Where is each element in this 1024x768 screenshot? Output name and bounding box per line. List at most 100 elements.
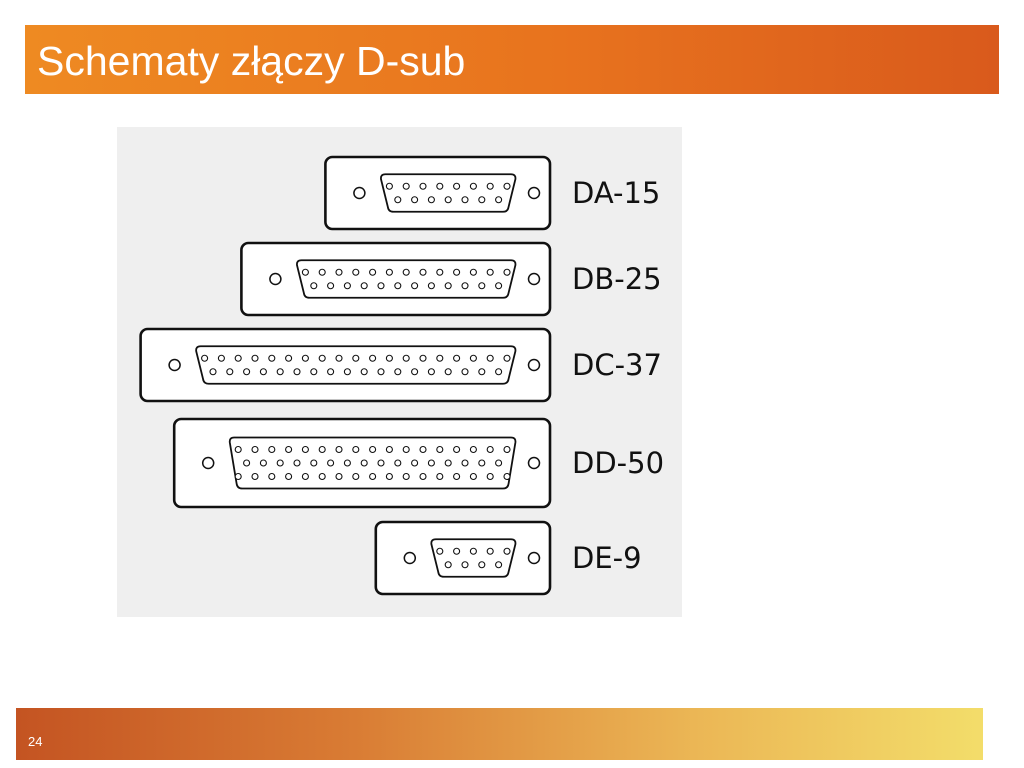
connector-pin: [453, 445, 461, 454]
connector-pin: [469, 445, 477, 454]
connector-pin: [394, 368, 402, 376]
connector-pin: [301, 472, 309, 481]
connector-pin: [385, 354, 393, 362]
connector-pin: [335, 268, 343, 276]
connector-pin: [444, 368, 452, 376]
connector-pin: [503, 268, 511, 276]
connector-pin: [402, 445, 410, 454]
connector-label-dd-50: DD-50: [572, 446, 664, 480]
connector-pin: [419, 268, 427, 276]
connector-pin: [335, 354, 343, 362]
connector-pin: [495, 196, 503, 204]
connector-pin: [461, 368, 469, 376]
connector-pin: [343, 282, 351, 290]
connector-pin: [234, 445, 242, 454]
connector-pin: [453, 472, 461, 481]
connector-pin: [318, 472, 326, 481]
connector-pin: [369, 445, 377, 454]
connector-pin: [301, 445, 309, 454]
connector-pin: [478, 196, 486, 204]
connector-pin: [385, 472, 393, 481]
connector-pin: [385, 268, 393, 276]
connector-pin: [411, 368, 419, 376]
connector-db-25: DB-25: [240, 241, 662, 317]
connector-pin: [301, 268, 309, 276]
connector-dc-37: DC-37: [139, 327, 662, 403]
connector-pin: [436, 547, 444, 555]
connector-pin: [285, 354, 293, 362]
connector-pin: [394, 282, 402, 290]
connector-pin: [427, 282, 435, 290]
connector-pin: [453, 547, 461, 555]
connector-pin: [427, 368, 435, 376]
connector-body: [296, 259, 517, 299]
connector-label-db-25: DB-25: [572, 262, 662, 296]
connector-pin: [402, 268, 410, 276]
connector-dd-50: DD-50: [172, 417, 664, 509]
connector-pin: [486, 472, 494, 481]
connector-pin: [503, 445, 511, 454]
connector-pin: [469, 547, 477, 555]
connector-pin: [461, 196, 469, 204]
connector-pin: [327, 368, 335, 376]
connector-pin: [469, 472, 477, 481]
connector-pin: [478, 368, 486, 376]
connector-pin: [352, 354, 360, 362]
connector-pin: [276, 368, 284, 376]
connector-pin: [335, 445, 343, 454]
connector-pin: [436, 182, 444, 190]
connector-pin: [335, 472, 343, 481]
footer-bar: 24: [16, 708, 983, 760]
connector-pin: [310, 282, 318, 290]
connector-pin: [201, 354, 209, 362]
connector-pin: [352, 472, 360, 481]
connector-pin: [293, 459, 301, 467]
connector-pin: [419, 182, 427, 190]
mounting-hole-right: [527, 551, 541, 565]
connector-pin: [402, 182, 410, 190]
connector-pin: [352, 268, 360, 276]
connector-pin: [495, 368, 503, 376]
connector-pin: [453, 182, 461, 190]
connector-pin: [411, 459, 419, 467]
connector-label-da-15: DA-15: [572, 176, 660, 210]
connector-body: [228, 436, 517, 490]
connector-pin: [251, 445, 259, 454]
connector-pin: [495, 282, 503, 290]
connector-pin: [495, 459, 503, 467]
mounting-hole-left: [168, 358, 181, 372]
connector-pin: [486, 354, 494, 362]
connector-pin: [419, 472, 427, 481]
connector-pin: [268, 354, 276, 362]
connector-pin: [453, 268, 461, 276]
connector-pin: [402, 354, 410, 362]
connector-pin: [394, 196, 402, 204]
connector-pin: [369, 268, 377, 276]
connector-pin: [444, 196, 452, 204]
mounting-hole-left: [269, 272, 282, 286]
connector-pin: [268, 472, 276, 481]
connector-pin: [259, 368, 267, 376]
mounting-hole-right: [527, 358, 541, 372]
connector-label-de-9: DE-9: [572, 541, 642, 575]
connector-pin: [310, 459, 318, 467]
connector-pin: [301, 354, 309, 362]
connector-pin: [259, 459, 267, 467]
connector-pin: [385, 182, 393, 190]
connector-pin: [469, 182, 477, 190]
connector-pin: [318, 354, 326, 362]
connector-pin: [360, 368, 368, 376]
connector-pin: [251, 472, 259, 481]
connector-pin: [486, 547, 494, 555]
connector-pin: [503, 472, 511, 481]
connector-pin: [234, 354, 242, 362]
page-number: 24: [28, 734, 43, 749]
connector-pin: [436, 472, 444, 481]
connector-pin: [343, 459, 351, 467]
connector-pin: [243, 368, 251, 376]
mounting-hole-left: [353, 186, 366, 200]
connector-pin: [243, 459, 251, 467]
connector-pin: [385, 445, 393, 454]
connector-pin: [411, 196, 419, 204]
